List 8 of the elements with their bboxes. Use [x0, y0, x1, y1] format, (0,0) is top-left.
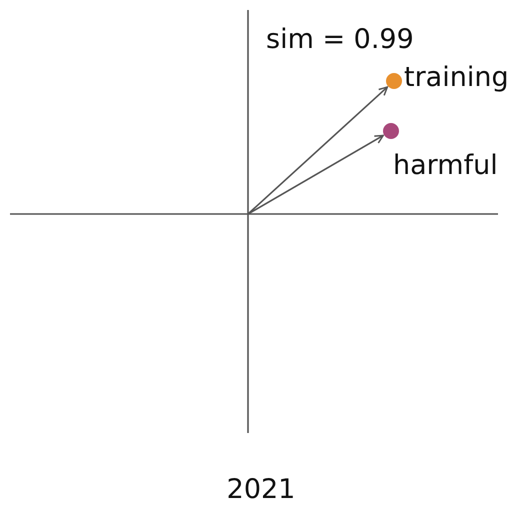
arrow [247, 86, 388, 215]
data-point [386, 73, 402, 89]
point-label: harmful [393, 152, 498, 179]
point-label: training [404, 64, 509, 91]
similarity-label: sim = 0.99 [266, 26, 414, 53]
caption: 2021 [226, 476, 296, 503]
data-point [383, 123, 399, 139]
arrow [248, 134, 384, 215]
